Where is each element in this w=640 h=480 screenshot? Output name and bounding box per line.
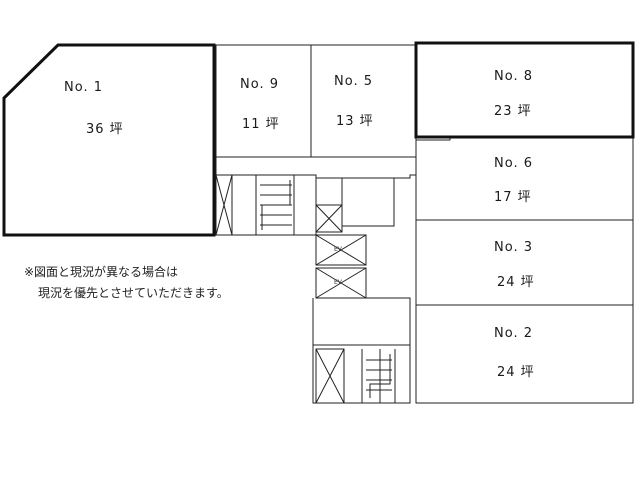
room-2-outline xyxy=(415,304,634,404)
room-1-number: No. 1 xyxy=(64,80,103,95)
room-6-outline xyxy=(415,137,634,221)
room-3-number: No. 3 xyxy=(494,240,533,255)
room-8-number: No. 8 xyxy=(494,69,533,84)
room-5-outline xyxy=(310,44,417,158)
room-1-area: 36 坪 xyxy=(86,122,124,137)
room-3-area: 24 坪 xyxy=(497,275,535,290)
elevator-1 xyxy=(315,234,367,266)
room-2-number: No. 2 xyxy=(494,326,533,341)
room-3-outline xyxy=(415,219,634,306)
room-5-number: No. 5 xyxy=(334,74,373,89)
note-line-2: 現況を優先とさせていただきます。 xyxy=(38,286,229,300)
room-5-area: 13 坪 xyxy=(336,114,374,129)
room-6-area: 17 坪 xyxy=(494,190,532,205)
elevator-2 xyxy=(315,267,367,299)
room-2-area: 24 坪 xyxy=(497,365,535,380)
room-9-area: 11 坪 xyxy=(242,117,280,132)
room-9-number: No. 9 xyxy=(240,77,279,92)
shaft-duct xyxy=(341,177,395,227)
corridor-wall xyxy=(215,138,451,179)
room-8-area: 23 坪 xyxy=(494,104,532,119)
note-line-1: ※図面と現況が異なる場合は xyxy=(24,265,179,279)
room-6-number: No. 6 xyxy=(494,156,533,171)
shaft-lower xyxy=(315,348,345,404)
room-8-outline xyxy=(414,41,635,139)
shaft-crossed xyxy=(315,204,343,233)
elevator-1-label: EV xyxy=(334,246,342,253)
room-1-outline xyxy=(2,43,216,237)
elevator-2-label: EV xyxy=(334,279,342,286)
lower-core xyxy=(312,297,411,404)
room-9-outline xyxy=(215,44,312,158)
